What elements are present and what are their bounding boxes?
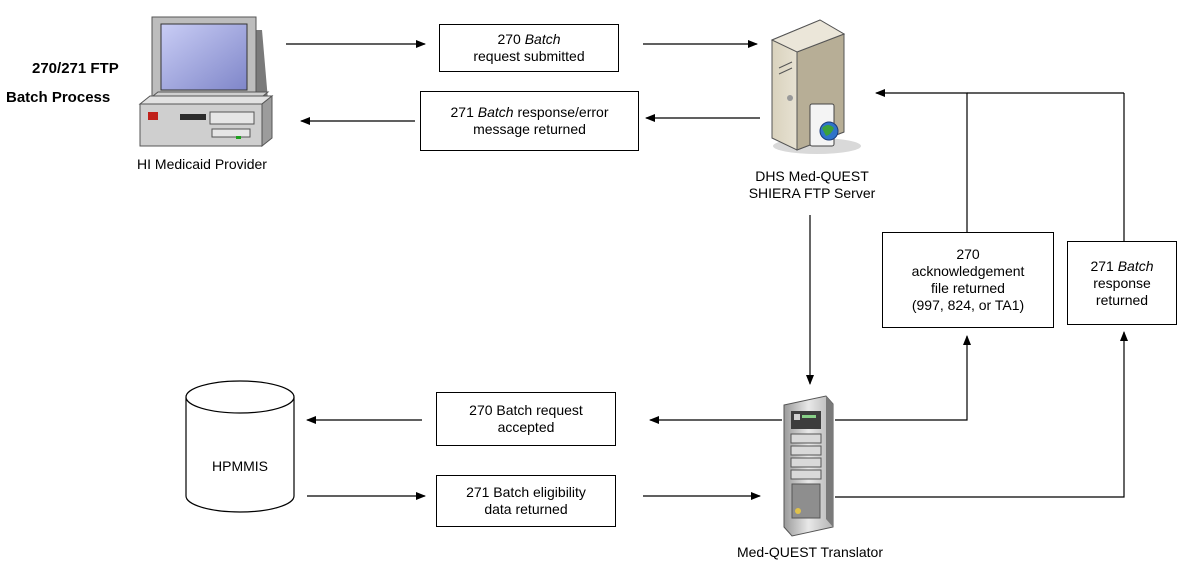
arrow-translator-to-batch-response [835,331,1128,498]
ftp-server-icon [770,19,861,154]
diagram-title-line2: Batch Process [6,89,111,106]
translator-server-icon [783,395,834,537]
desktop-computer-icon [138,16,274,148]
diagram-title-line1: 270/271 FTP [32,60,119,77]
box-271-eligibility-returned: 271 Batch eligibility data returned [436,475,616,527]
database-icon [185,380,295,513]
server-label-line2: SHIERA FTP Server [748,185,876,201]
translator-label: Med-QUEST Translator [736,544,883,560]
server-label-line1: DHS Med-QUEST [755,168,869,184]
arrow-ack-to-server [875,89,968,232]
arrow-translator-to-ack [835,335,971,421]
box-271-batch-response: 271 Batch response returned [1067,241,1177,325]
database-label: HPMMIS [212,458,268,474]
box-270-request-submitted: 270 Batch request submitted [439,24,619,72]
box-270-acknowledgement: 270 acknowledgement file returned (997, … [882,232,1054,328]
connectors [286,40,1128,500]
box-271-response-returned: 271 Batch response/error message returne… [420,91,639,151]
provider-label: HI Medicaid Provider [137,156,267,172]
box-270-request-accepted: 270 Batch request accepted [436,392,616,446]
